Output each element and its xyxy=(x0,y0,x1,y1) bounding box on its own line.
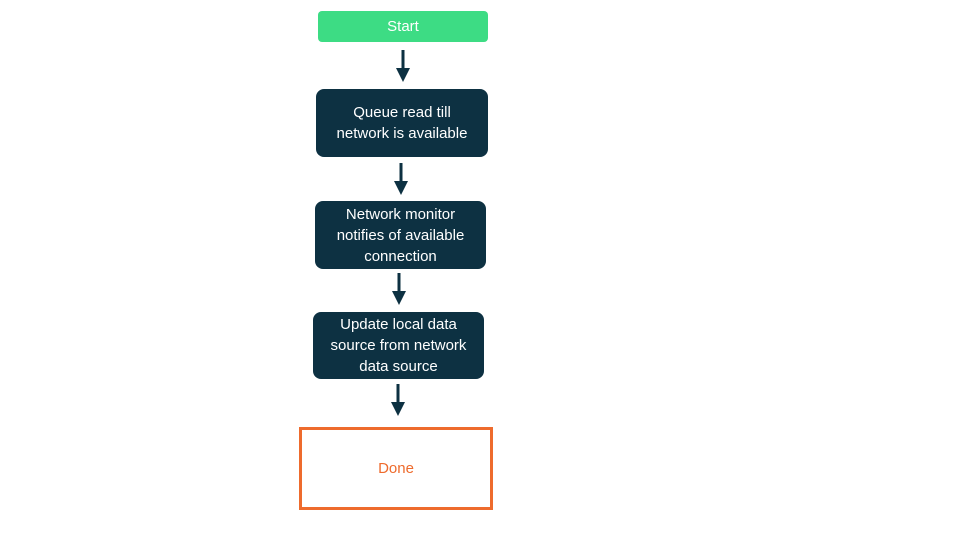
start-node-label: Start xyxy=(387,18,419,35)
arrow-down-icon xyxy=(393,163,409,195)
arrow-down-icon xyxy=(395,50,411,82)
done-node: Done xyxy=(299,427,493,510)
arrow-down-icon xyxy=(390,384,406,416)
process-node-label: Network monitor notifies of available co… xyxy=(336,205,465,265)
process-node-queue-read: Queue read till network is available xyxy=(316,89,488,157)
start-node: Start xyxy=(318,11,488,42)
done-node-label: Done xyxy=(378,460,414,477)
process-node-label: Queue read till network is available xyxy=(336,104,468,142)
process-node-network-monitor: Network monitor notifies of available co… xyxy=(315,201,486,269)
arrow-down-icon xyxy=(391,273,407,305)
process-node-update-local-data: Update local data source from network da… xyxy=(313,312,484,379)
process-node-label: Update local data source from network da… xyxy=(330,316,467,375)
